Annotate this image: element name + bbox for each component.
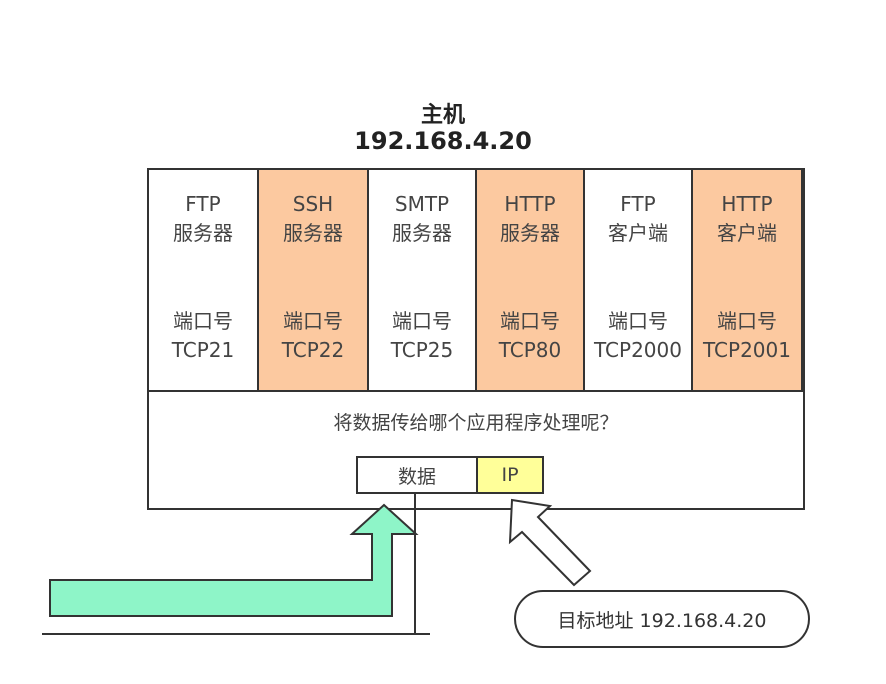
app-role: 服务器 [173,221,233,245]
app-name: FTP [185,192,221,216]
port-label: 端口号 [717,309,777,333]
app-name: HTTP [504,192,556,216]
app-ftp-client: FTP 客户端 端口号 TCP2000 [585,170,693,392]
port-number: TCP22 [281,338,345,362]
port-number: TCP2000 [594,338,682,362]
app-http-client: HTTP 客户端 端口号 TCP2001 [693,170,803,392]
incoming-data-arrow [49,503,419,617]
port-number: TCP21 [171,338,235,362]
app-ftp-server: FTP 服务器 端口号 TCP21 [149,170,259,392]
app-role: 服务器 [283,221,343,245]
app-role: 服务器 [500,221,560,245]
app-role: 客户端 [608,221,668,245]
app-name: FTP [620,192,656,216]
packet-ip-field: IP [478,458,542,492]
packet-data-field: 数据 [358,458,478,492]
target-address-bubble: 目标地址 192.168.4.20 [514,590,810,648]
app-name: HTTP [721,192,773,216]
port-label: 端口号 [608,309,668,333]
app-http-server: HTTP 服务器 端口号 TCP80 [477,170,585,392]
app-role: 客户端 [717,221,777,245]
port-label: 端口号 [392,309,452,333]
ip-pointer-arrow [508,498,592,587]
app-ssh-server: SSH 服务器 端口号 TCP22 [259,170,369,392]
app-name: SSH [292,192,334,216]
packet: 数据 IP [356,456,544,494]
question-text: 将数据传给哪个应用程序处理呢？ [333,412,619,434]
port-label: 端口号 [500,309,560,333]
port-number: TCP2001 [703,338,791,362]
port-label: 端口号 [283,309,343,333]
host-title: 主机 [420,103,465,128]
host-box: FTP 服务器 端口号 TCP21 SSH 服务器 端口号 TCP22 SMTP 服务器 … [147,168,805,510]
port-number: TCP80 [498,338,562,362]
port-label: 端口号 [173,309,233,333]
app-smtp-server: SMTP 服务器 端口号 TCP25 [369,170,477,392]
host-ip: 192.168.4.20 [354,127,532,155]
divider [149,390,803,392]
app-name: SMTP [394,192,450,216]
app-role: 服务器 [392,221,452,245]
port-number: TCP25 [390,338,454,362]
